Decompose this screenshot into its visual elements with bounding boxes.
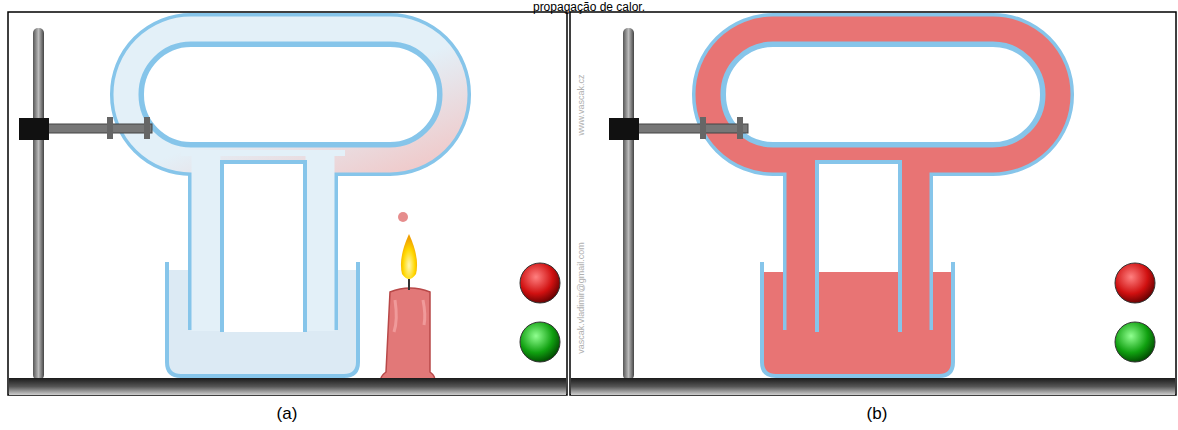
table-surface: [9, 378, 566, 395]
watermark: www.vascak.cz: [576, 74, 586, 135]
figure-title: propagação de calor.: [533, 0, 645, 14]
apparatus-a: [19, 28, 560, 382]
panel-label: (a): [277, 404, 298, 424]
table-surface: [571, 378, 1175, 395]
panel-frame: [8, 12, 567, 395]
panel-label: (b): [867, 404, 888, 424]
panel-frame: [570, 12, 1176, 395]
watermark: vascak.vladimir@gmail.com: [576, 242, 586, 354]
apparatus-b: [609, 28, 1155, 380]
